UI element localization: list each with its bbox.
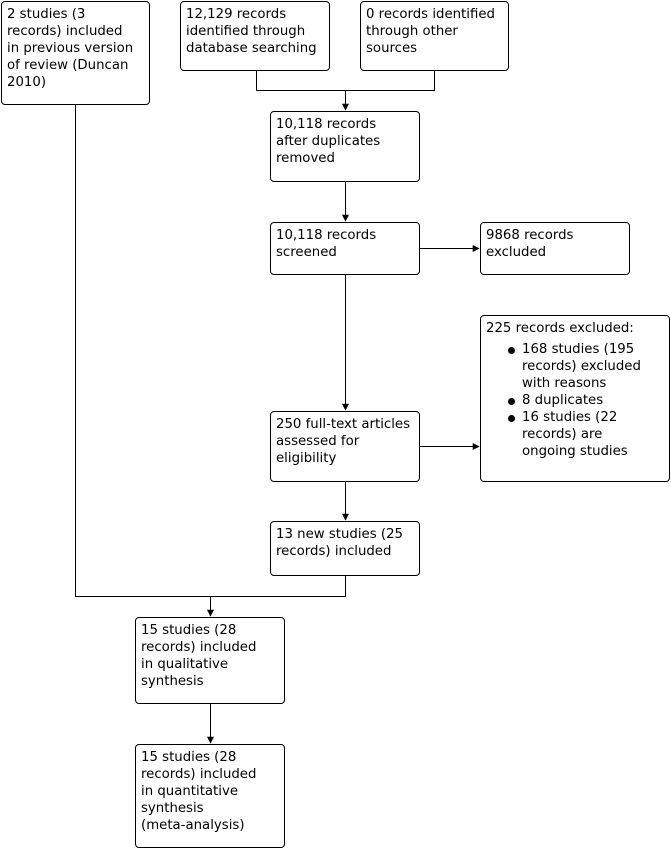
exclusion-reasons-list: 168 studies (195 records) excluded with … <box>486 341 664 460</box>
screened-line: 10,118 records <box>276 228 377 243</box>
screened-line: screened <box>276 245 337 260</box>
qualitative-synthesis-box: 15 studies (28 records) included in qual… <box>135 617 285 704</box>
duplicates-removed-line: removed <box>276 151 335 166</box>
database-records-line: identified through <box>186 24 306 39</box>
previous-review-line: 2 studies (3 <box>7 7 86 22</box>
fulltext-excluded-heading: 225 records excluded: <box>486 321 634 336</box>
previous-review-line: in previous version <box>7 41 134 56</box>
other-sources-line: through other <box>366 24 458 39</box>
screened-excluded-box: 9868 records excluded <box>480 222 630 275</box>
fulltext-assessed-line: eligibility <box>276 451 337 466</box>
previous-review-line: 2010) <box>7 75 47 90</box>
duplicates-removed-line: 10,118 records <box>276 117 377 132</box>
database-records-line: 12,129 records <box>186 7 287 22</box>
exclusion-reason-item: 168 studies (195 records) excluded with … <box>504 341 664 392</box>
exclusion-reason-line: 168 studies (195 <box>522 342 635 357</box>
screened-box: 10,118 records screened <box>270 222 420 275</box>
screened-excluded-line: 9868 records <box>486 228 574 243</box>
quantitative-synthesis-line: records) included <box>141 767 257 782</box>
qualitative-synthesis-line: in qualitative <box>141 657 229 672</box>
quantitative-synthesis-line: synthesis <box>141 801 204 816</box>
new-studies-box: 13 new studies (25 records) included <box>270 521 420 576</box>
database-records-box: 12,129 records identified through databa… <box>180 1 330 71</box>
qualitative-synthesis-line: 15 studies (28 <box>141 623 237 638</box>
quantitative-synthesis-line: 15 studies (28 <box>141 750 237 765</box>
duplicates-removed-line: after duplicates <box>276 134 381 149</box>
fulltext-assessed-box: 250 full-text articles assessed for elig… <box>270 411 420 482</box>
duplicates-removed-box: 10,118 records after duplicates removed <box>270 111 420 182</box>
database-records-line: database searching <box>186 41 317 56</box>
other-sources-box: 0 records identified through other sourc… <box>360 1 509 71</box>
qualitative-synthesis-line: records) included <box>141 640 257 655</box>
exclusion-reason-line: 8 duplicates <box>522 393 604 408</box>
exclusion-reason-line: records) excluded <box>522 359 641 374</box>
quantitative-synthesis-line: (meta-analysis) <box>141 818 245 833</box>
exclusion-reason-line: 16 studies (22 <box>522 410 618 425</box>
other-sources-line: 0 records identified <box>366 7 495 22</box>
exclusion-reason-line: records) are <box>522 427 603 442</box>
fulltext-excluded-box: 225 records excluded: 168 studies (195 r… <box>480 315 670 482</box>
previous-review-box: 2 studies (3 records) included in previo… <box>1 1 150 105</box>
quantitative-synthesis-line: in quantitative <box>141 784 239 799</box>
fulltext-assessed-line: 250 full-text articles <box>276 417 411 432</box>
qualitative-synthesis-line: synthesis <box>141 674 204 689</box>
fulltext-assessed-line: assessed for <box>276 434 360 449</box>
quantitative-synthesis-box: 15 studies (28 records) included in quan… <box>135 744 285 848</box>
previous-review-line: records) included <box>7 24 123 39</box>
exclusion-reason-item: 16 studies (22 records) are ongoing stud… <box>504 409 664 460</box>
exclusion-reason-item: 8 duplicates <box>504 392 664 409</box>
other-sources-line: sources <box>366 41 418 56</box>
screened-excluded-line: excluded <box>486 245 547 260</box>
new-studies-line: records) included <box>276 544 392 559</box>
exclusion-reason-line: ongoing studies <box>522 444 628 459</box>
new-studies-line: 13 new studies (25 <box>276 527 404 542</box>
exclusion-reason-line: with reasons <box>522 376 607 391</box>
previous-review-line: of review (Duncan <box>7 58 129 73</box>
